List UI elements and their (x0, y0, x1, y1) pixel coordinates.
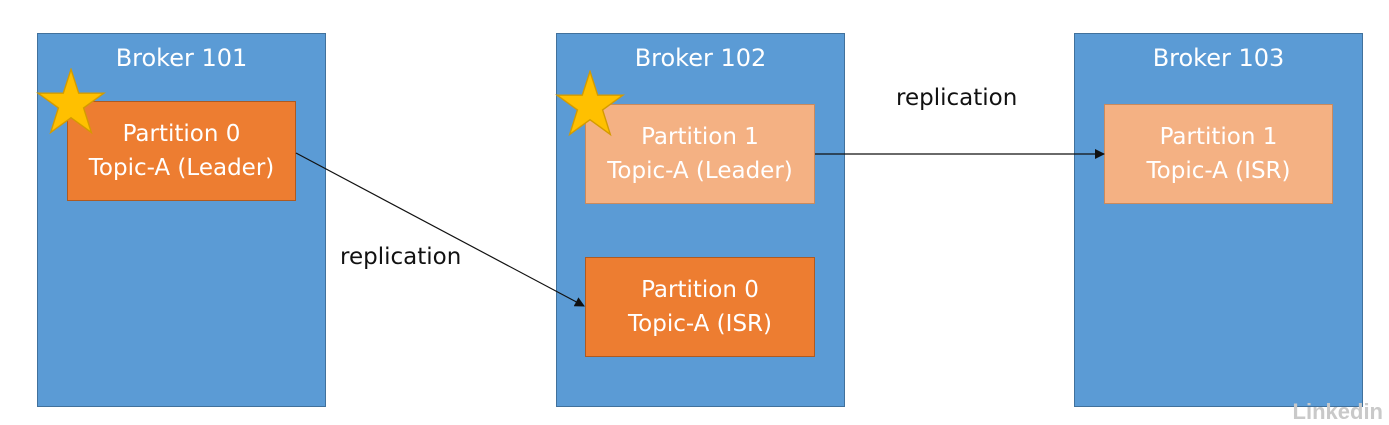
broker-title: Broker 101 (115, 44, 248, 72)
partition-0-leader-broker-101: Partition 0 Topic-A (Leader) (67, 101, 296, 201)
partition-topic: Topic-A (Leader) (88, 155, 275, 181)
partition-0-isr-broker-102: Partition 0 Topic-A (ISR) (585, 257, 815, 357)
watermark-logo: Linkedin (1292, 399, 1383, 424)
replication-label-top: replication (896, 85, 1018, 111)
partition-label: Partition 0 (122, 121, 241, 147)
replication-label-bottom: replication (340, 244, 462, 270)
partition-topic: Topic-A (ISR) (1146, 158, 1291, 184)
leader-star-icon (36, 68, 106, 135)
leader-star-icon (555, 70, 625, 137)
broker-title: Broker 103 (1152, 44, 1285, 72)
partition-1-leader-broker-102: Partition 1 Topic-A (Leader) (585, 104, 815, 204)
partition-label: Partition 1 (1159, 124, 1278, 150)
broker-103: Broker 103 (1074, 33, 1363, 407)
partition-1-isr-broker-103: Partition 1 Topic-A (ISR) (1104, 104, 1333, 204)
broker-title: Broker 102 (634, 44, 767, 72)
partition-label: Partition 1 (641, 124, 759, 150)
replication-arrow-101-to-102 (295, 152, 585, 307)
partition-topic: Topic-A (Leader) (607, 158, 793, 184)
partition-label: Partition 0 (641, 277, 759, 303)
partition-topic: Topic-A (ISR) (628, 311, 772, 337)
